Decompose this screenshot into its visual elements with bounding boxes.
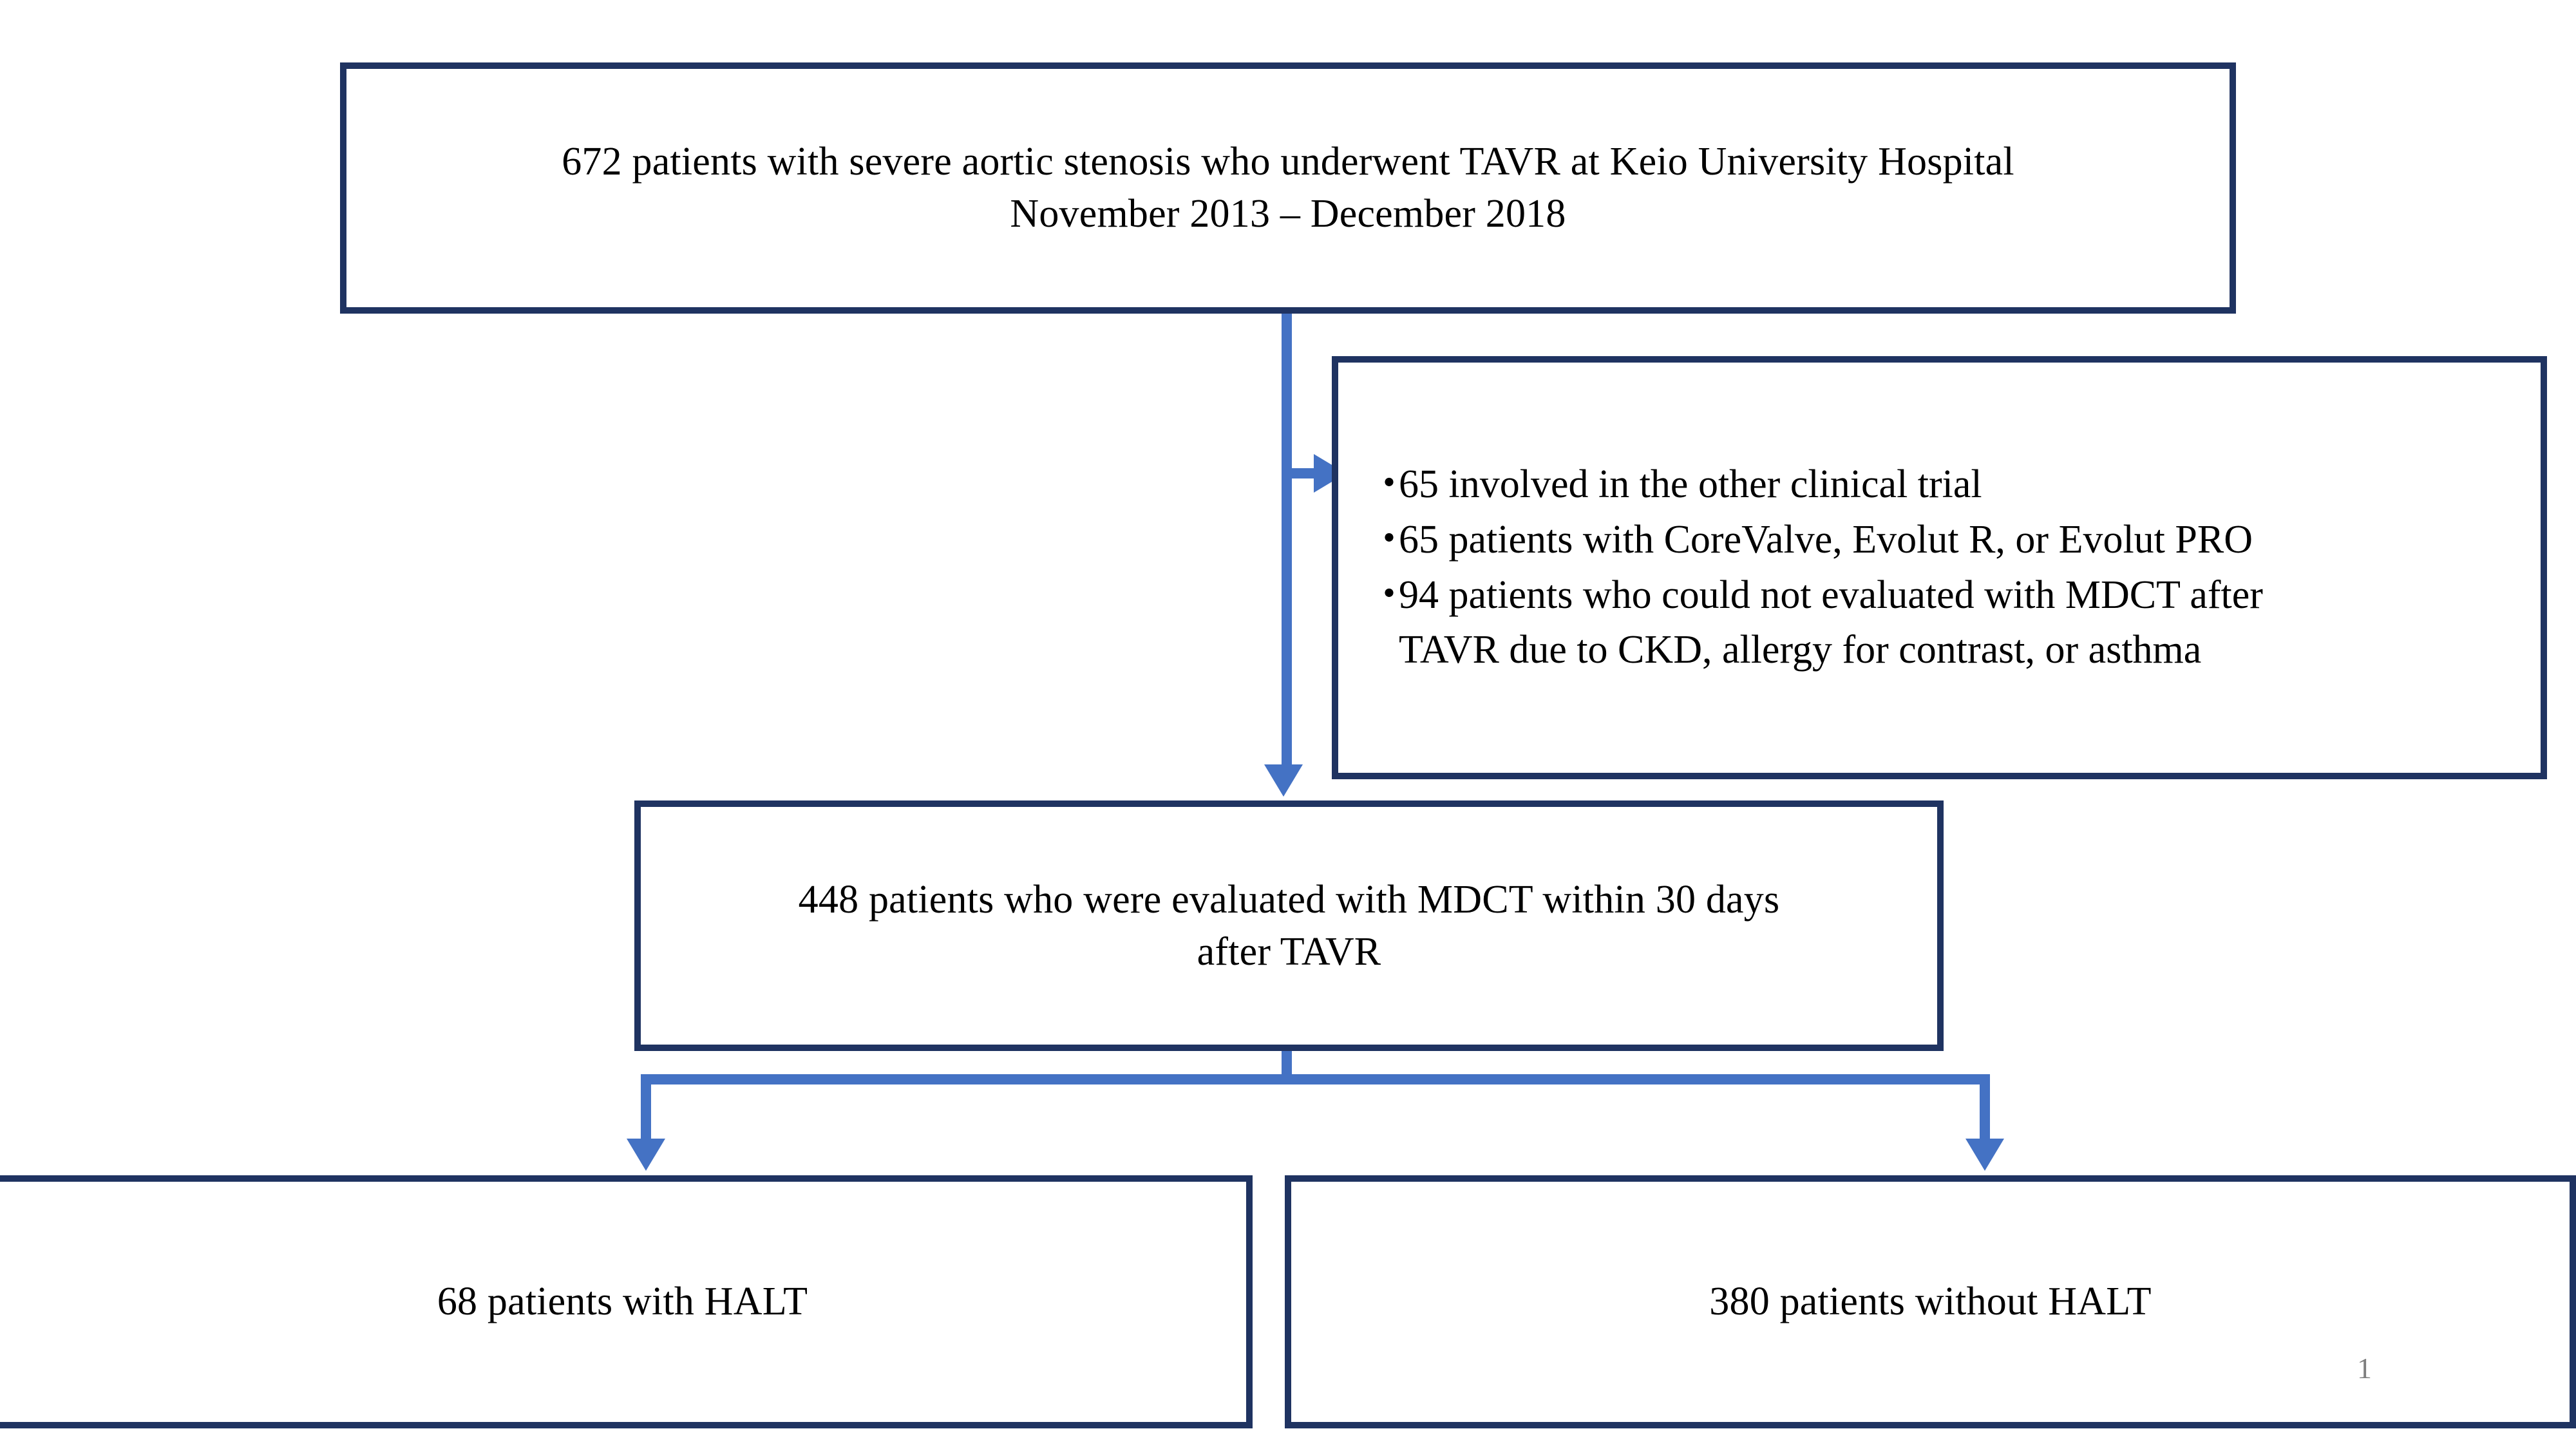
node-halt-label: 68 patients with HALT <box>437 1280 808 1324</box>
node-no-halt: 380 patients without HALT <box>1285 1175 2576 1428</box>
connector-split-bar <box>641 1074 1990 1084</box>
connector-to-no-halt <box>1980 1074 1990 1145</box>
node-cohort: 672 patients with severe aortic stenosis… <box>340 62 2236 314</box>
connector-cohort-to-evaluated <box>1282 314 1292 764</box>
node-cohort-label: 672 patients with severe aortic stenosis… <box>562 140 2014 236</box>
bullet-dot-icon: ・ <box>1369 517 1410 562</box>
arrowhead-down-icon-halt <box>627 1139 665 1171</box>
node-no-halt-label: 380 patients without HALT <box>1709 1280 2152 1324</box>
exclusion-list-item: ・ 65 involved in the other clinical tria… <box>1369 457 2521 513</box>
arrowhead-down-icon-no-halt <box>1965 1139 2004 1171</box>
exclusion-list-item-label: 65 patients with CoreValve, Evolut R, or… <box>1399 517 2253 562</box>
page-number: 1 <box>2357 1352 2372 1385</box>
bullet-dot-icon: ・ <box>1369 573 1410 617</box>
connector-to-halt <box>641 1074 651 1145</box>
arrowhead-down-icon-evaluated <box>1264 764 1303 797</box>
exclusion-list-item: ・ 65 patients with CoreValve, Evolut R, … <box>1369 513 2521 568</box>
node-evaluated-label: 448 patients who were evaluated with MDC… <box>798 877 1780 974</box>
node-halt: 68 patients with HALT <box>0 1175 1253 1428</box>
node-exclusions: ・ 65 involved in the other clinical tria… <box>1332 356 2547 779</box>
bullet-dot-icon: ・ <box>1369 462 1410 507</box>
exclusion-list-item-label: 65 involved in the other clinical trial <box>1399 462 1982 507</box>
node-evaluated: 448 patients who were evaluated with MDC… <box>634 800 1944 1051</box>
exclusion-list-item-label: 94 patients who could not evaluated with… <box>1399 573 2263 672</box>
exclusion-list: ・ 65 involved in the other clinical tria… <box>1338 457 2541 677</box>
exclusion-list-item: ・ 94 patients who could not evaluated wi… <box>1369 568 2521 678</box>
